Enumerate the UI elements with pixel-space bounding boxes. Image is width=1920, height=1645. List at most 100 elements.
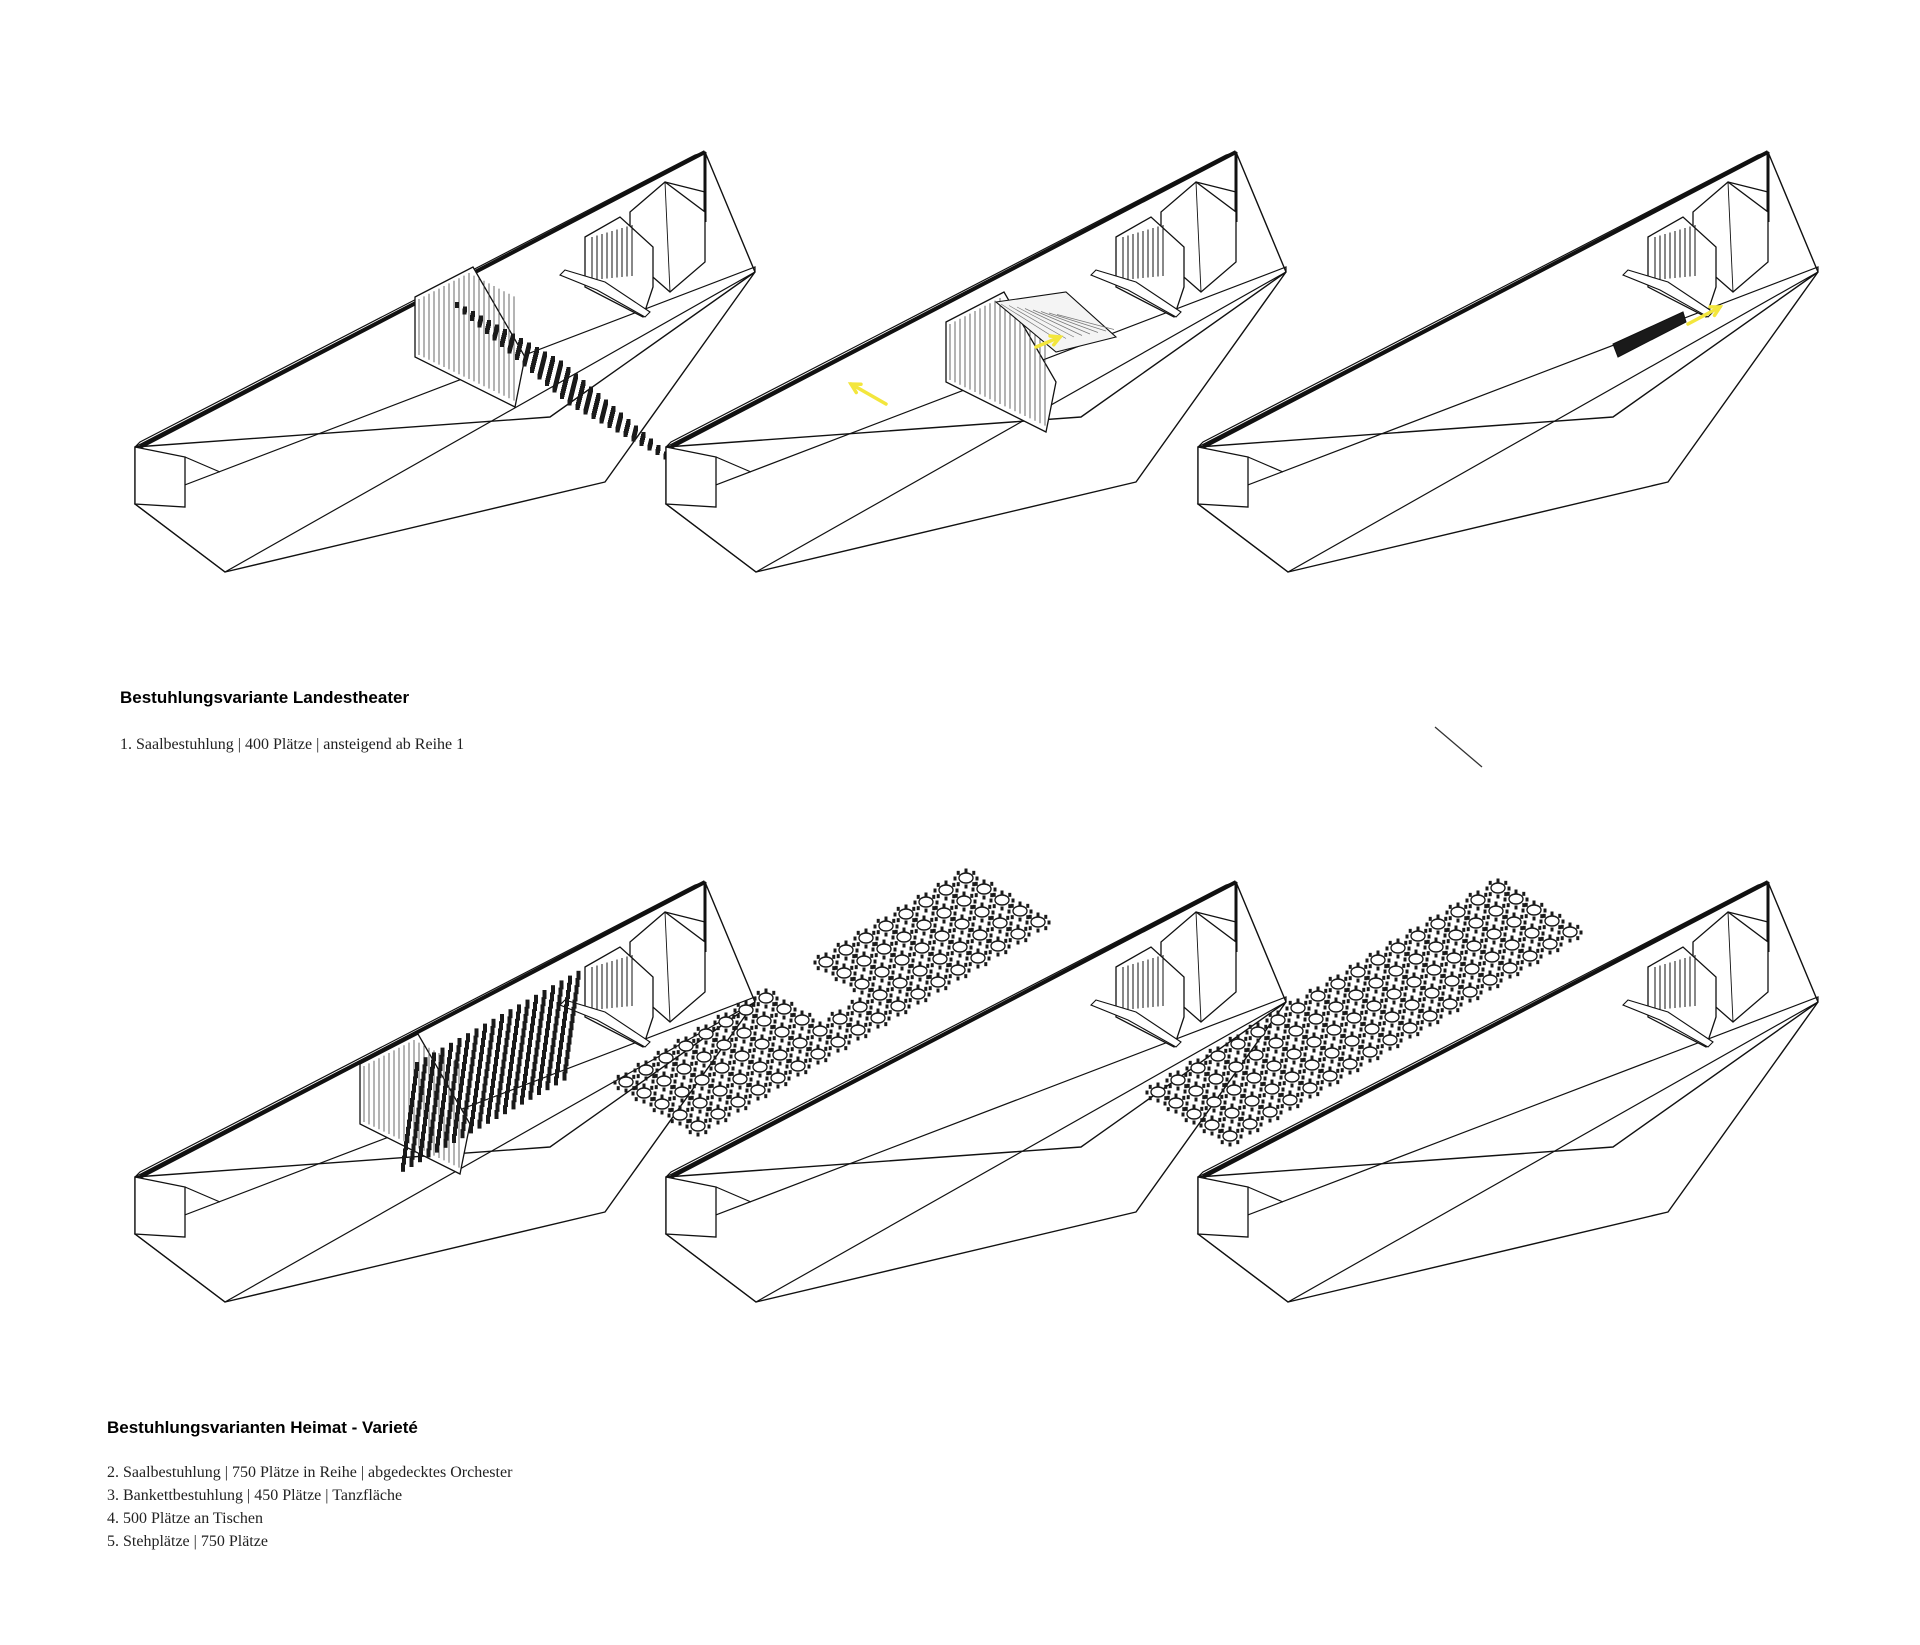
banquet-table — [1325, 974, 1351, 995]
banquet-table — [1245, 1022, 1271, 1043]
banquet-table — [1163, 1093, 1189, 1114]
banquet-table — [985, 936, 1011, 957]
banquet-table — [1517, 946, 1543, 967]
banquet-table — [1263, 1033, 1289, 1054]
transition-seating-stored — [1196, 150, 1819, 573]
banquet-table — [785, 1056, 811, 1077]
banquet-table — [1381, 984, 1407, 1005]
banquet-table — [949, 914, 975, 935]
banquet-table — [1481, 924, 1507, 945]
banquet-table — [831, 963, 857, 984]
banquet-table — [1445, 902, 1471, 923]
banquet-table — [947, 937, 973, 958]
banquet-table — [1501, 912, 1527, 933]
banquet-table — [833, 940, 859, 961]
variant-4-tables — [1145, 878, 1819, 1303]
banquet-table — [1239, 1091, 1265, 1112]
banquet-table — [745, 1080, 771, 1101]
banquet-table — [933, 880, 959, 901]
banquet-table — [713, 1012, 739, 1033]
banquet-table — [1385, 938, 1411, 959]
banquet-table — [1461, 936, 1487, 957]
banquet-table — [827, 1009, 853, 1030]
banquet-table — [633, 1060, 659, 1081]
banquet-table — [653, 1048, 679, 1069]
banquet-table — [1241, 1068, 1267, 1089]
banquet-table — [1339, 1031, 1365, 1052]
banquet-table — [989, 890, 1015, 911]
banquet-table — [969, 902, 995, 923]
banquet-table — [747, 1057, 773, 1078]
banquet-table — [1503, 889, 1529, 910]
banquet-table — [887, 973, 913, 994]
annotation-line — [1434, 726, 1483, 768]
banquet-table — [945, 960, 971, 981]
variant-list-heimat-variete: 2. Saalbestuhlung | 750 Plätze in Reihe … — [107, 1461, 512, 1553]
banquet-table — [1277, 1090, 1303, 1111]
banquet-table — [1165, 1070, 1191, 1091]
banquet-table — [1465, 890, 1491, 911]
banquet-table — [1459, 959, 1485, 980]
banquet-table — [851, 951, 877, 972]
banquet-table — [1345, 962, 1371, 983]
banquet-table — [911, 915, 937, 936]
banquet-table — [1283, 1021, 1309, 1042]
banquet-table — [709, 1058, 735, 1079]
banquet-table — [1425, 914, 1451, 935]
banquet-table — [1321, 1020, 1347, 1041]
banquet-table — [891, 927, 917, 948]
section-heading-heimat-variete: Bestuhlungsvarianten Heimat - Varieté — [107, 1418, 418, 1437]
banquet-table — [1463, 913, 1489, 934]
banquet-table — [1537, 934, 1563, 955]
banquet-table — [771, 999, 797, 1020]
banquet-table — [671, 1059, 697, 1080]
banquet-table — [1185, 1058, 1211, 1079]
banquet-table — [1477, 970, 1503, 991]
banquet-table — [805, 1044, 831, 1065]
banquet-table — [867, 985, 893, 1006]
banquet-table — [1443, 925, 1469, 946]
banquet-table — [925, 972, 951, 993]
movement-arrow — [1034, 334, 1064, 349]
variant-item-4: 4. 500 Plätze an Tischen — [107, 1510, 263, 1527]
banquet-table — [649, 1094, 675, 1115]
transition-seating-retracting — [664, 150, 1287, 573]
banquet-table — [753, 988, 779, 1009]
banquet-table — [1423, 937, 1449, 958]
banquet-table — [1361, 996, 1387, 1017]
banquet-table — [1437, 994, 1463, 1015]
banquet-table — [767, 1045, 793, 1066]
banquet-table — [1359, 1019, 1385, 1040]
banquet-table — [1217, 1126, 1243, 1147]
banquet-table — [711, 1035, 737, 1056]
banquet-table — [1343, 985, 1369, 1006]
banquet-table — [1319, 1043, 1345, 1064]
banquet-table — [967, 925, 993, 946]
banquet-table — [789, 1010, 815, 1031]
banquet-table — [1257, 1102, 1283, 1123]
variant-1-seating-raked — [133, 150, 756, 573]
banquet-table — [733, 1000, 759, 1021]
banquet-table — [1223, 1057, 1249, 1078]
banquet-table — [929, 926, 955, 947]
section-heading-landestheater: Bestuhlungsvariante Landestheater — [120, 688, 410, 707]
banquet-table — [651, 1071, 677, 1092]
banquet-table — [1403, 949, 1429, 970]
banquet-table — [1417, 1006, 1443, 1027]
banquet-table — [889, 950, 915, 971]
banquet-table — [913, 892, 939, 913]
banquet-table — [1201, 1092, 1227, 1113]
variant-item-1: 1. Saalbestuhlung | 400 Plätze | ansteig… — [120, 736, 465, 753]
banquet-table — [1203, 1069, 1229, 1090]
banquet-table — [673, 1036, 699, 1057]
banquet-table — [1205, 1046, 1231, 1067]
banquet-table — [1557, 922, 1583, 943]
banquet-table — [971, 879, 997, 900]
banquet-table — [1497, 958, 1523, 979]
banquet-table — [1479, 947, 1505, 968]
variant-item-2: 2. Saalbestuhlung | 750 Plätze in Reihe … — [107, 1464, 513, 1481]
variant-item-5: 5. Stehplätze | 750 Plätze — [107, 1533, 268, 1550]
banquet-table — [1005, 924, 1031, 945]
banquet-table — [1483, 901, 1509, 922]
banquet-table — [1299, 1055, 1325, 1076]
